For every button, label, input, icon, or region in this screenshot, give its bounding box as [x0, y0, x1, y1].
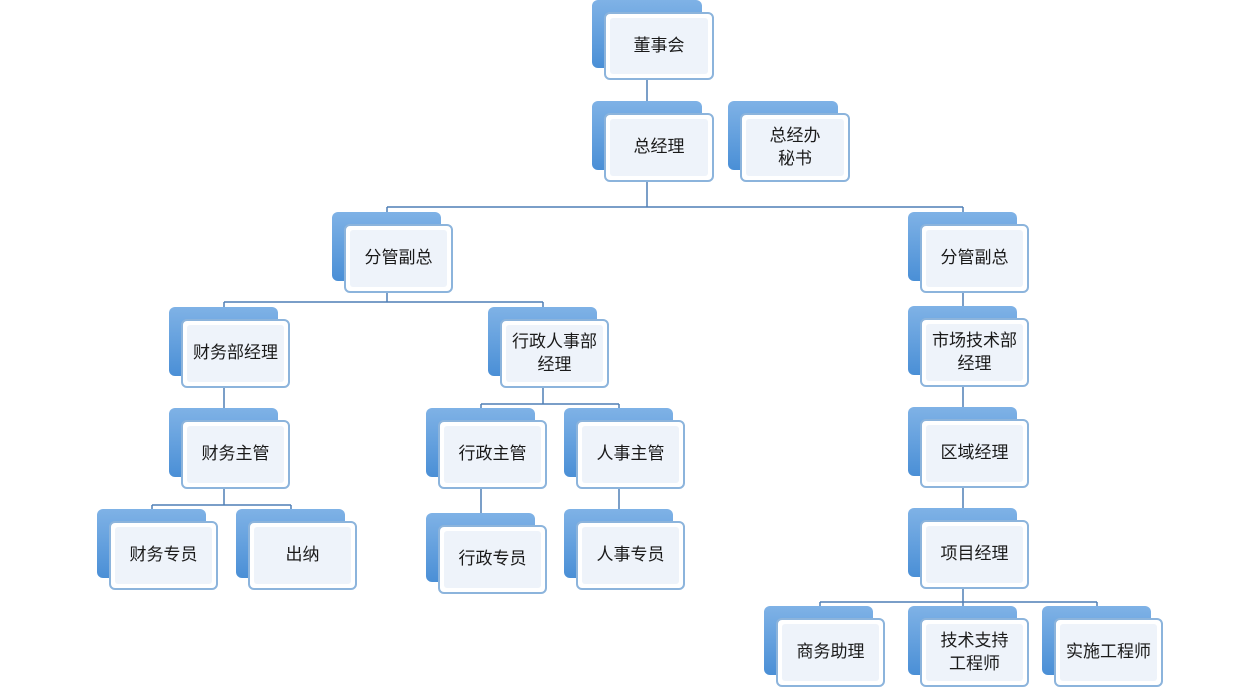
node-label: 出纳: [285, 545, 320, 566]
node-label: 技术支持 工程师: [940, 630, 1009, 674]
node-cashier: 出纳: [236, 509, 357, 590]
node-label: 董事会: [633, 35, 685, 56]
node-admin-supervisor: 行政主管: [426, 408, 547, 489]
node-label: 分管副总: [364, 248, 433, 269]
node-tech-support-engineer: 技术支持 工程师: [908, 606, 1029, 687]
node-gm-secretary: 总经办 秘书: [728, 101, 850, 182]
node-label: 财务专员: [129, 545, 198, 566]
node-label: 商务助理: [796, 642, 865, 663]
node-admin-specialist: 行政专员: [426, 513, 547, 594]
node-vp-left: 分管副总: [332, 212, 453, 293]
node-label: 行政人事部 经理: [512, 331, 597, 375]
node-finance-manager: 财务部经理: [169, 307, 290, 388]
node-project-manager: 项目经理: [908, 508, 1029, 589]
node-admin-hr-manager: 行政人事部 经理: [488, 307, 609, 388]
node-label: 分管副总: [940, 248, 1009, 269]
node-label: 区域经理: [940, 443, 1009, 464]
node-label: 总经理: [633, 137, 685, 158]
node-market-tech-manager: 市场技术部 经理: [908, 306, 1029, 387]
node-label: 总经办 秘书: [769, 125, 821, 169]
node-vp-right: 分管副总: [908, 212, 1029, 293]
node-label: 人事专员: [596, 545, 665, 566]
node-label: 市场技术部 经理: [932, 330, 1017, 374]
node-label: 实施工程师: [1066, 642, 1151, 663]
node-business-assistant: 商务助理: [764, 606, 885, 687]
node-gm: 总经理: [592, 101, 714, 182]
node-label: 财务主管: [201, 444, 270, 465]
node-label: 人事主管: [596, 444, 665, 465]
node-label: 行政专员: [458, 549, 527, 570]
node-finance-specialist: 财务专员: [97, 509, 218, 590]
node-label: 行政主管: [458, 444, 527, 465]
node-regional-manager: 区域经理: [908, 407, 1029, 488]
node-board: 董事会: [592, 0, 714, 80]
node-label: 财务部经理: [193, 343, 278, 364]
node-implementation-engineer: 实施工程师: [1042, 606, 1163, 687]
node-hr-supervisor: 人事主管: [564, 408, 685, 489]
node-hr-specialist: 人事专员: [564, 509, 685, 590]
node-label: 项目经理: [940, 544, 1009, 565]
node-finance-supervisor: 财务主管: [169, 408, 290, 489]
